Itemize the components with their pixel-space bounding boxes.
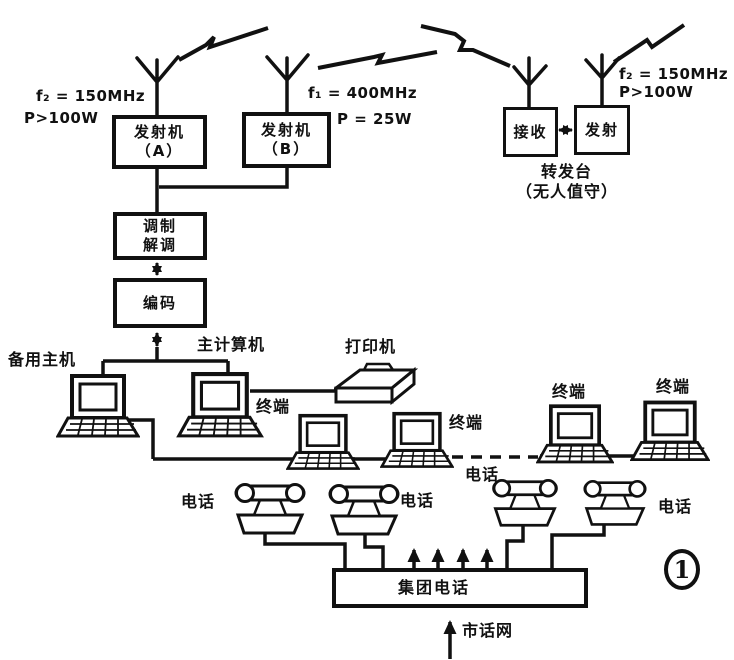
printer-label: 打印机 xyxy=(345,337,397,356)
transmitter-a-variant: （A） xyxy=(135,142,184,160)
terminal-label: 终端 xyxy=(656,377,691,396)
telephone-label: 电话 xyxy=(658,497,693,516)
telephone-label: 电话 xyxy=(181,492,216,511)
modem-box: 调制 解调 xyxy=(113,212,207,260)
transmitter-a-box: 发射机 （A） xyxy=(112,115,207,169)
backup-host-label: 备用主机 xyxy=(8,350,77,369)
terminal-computer-icon xyxy=(536,404,614,464)
telephone-icon xyxy=(234,483,306,535)
antenna-icon xyxy=(265,53,310,114)
relay-frequency: f₂ = 150MHz xyxy=(619,65,729,83)
station-b-power: P = 25W xyxy=(337,110,412,128)
terminal-label: 终端 xyxy=(256,397,291,416)
telephone-icon xyxy=(583,480,647,526)
transmitter-b-box: 发射机 （B） xyxy=(242,112,331,168)
figure-number: 1 xyxy=(673,555,691,584)
terminal-computer-icon xyxy=(286,413,360,471)
relay-station-name: 转发台 xyxy=(541,162,593,181)
antenna-icon xyxy=(135,55,180,117)
modem-line2: 解调 xyxy=(142,236,177,254)
backup-host-computer-icon xyxy=(56,374,140,438)
antenna-icon xyxy=(512,56,548,109)
relay-transmit-label: 发射 xyxy=(584,120,619,139)
terminal-computer-icon xyxy=(380,411,454,469)
main-computer-icon xyxy=(179,374,261,436)
pbx-label: 集团电话 xyxy=(397,578,470,597)
transmitter-b-variant: （B） xyxy=(262,140,311,158)
telephone-icon xyxy=(492,479,558,527)
station-a-power: P>100W xyxy=(24,109,99,127)
relay-receive-label: 接收 xyxy=(513,122,548,141)
terminal-label: 终端 xyxy=(552,382,587,401)
terminal-label: 终端 xyxy=(449,413,484,432)
telephone-label: 电话 xyxy=(465,465,500,484)
telephone-icon xyxy=(328,484,400,536)
telephone-label: 电话 xyxy=(400,491,435,510)
relay-station-note: （无人值守） xyxy=(516,182,619,201)
encoder-label: 编码 xyxy=(142,293,177,312)
figure-number-badge: 1 xyxy=(664,549,700,590)
main-computer-label: 主计算机 xyxy=(197,335,266,354)
relay-power: P>100W xyxy=(619,83,694,101)
modem-line1: 调制 xyxy=(142,217,177,236)
terminal-computer-icon xyxy=(632,402,708,459)
station-b-frequency: f₁ = 400MHz xyxy=(308,84,418,102)
relay-receive-box: 接收 xyxy=(503,107,558,157)
pbx-line-arrows xyxy=(407,548,494,568)
transmitter-b-name: 发射机 xyxy=(260,121,312,140)
printer-icon xyxy=(334,362,416,404)
city-network-label: 市话网 xyxy=(462,621,514,640)
antenna-icon xyxy=(584,53,621,107)
double-arrow xyxy=(152,125,573,347)
relay-transmit-box: 发射 xyxy=(574,105,630,155)
station-a-frequency: f₂ = 150MHz xyxy=(36,87,146,105)
pbx-box: 集团电话 xyxy=(332,568,588,608)
encoder-box: 编码 xyxy=(113,278,207,328)
transmitter-a-name: 发射机 xyxy=(133,123,185,142)
radio-wave-icon xyxy=(178,23,686,70)
